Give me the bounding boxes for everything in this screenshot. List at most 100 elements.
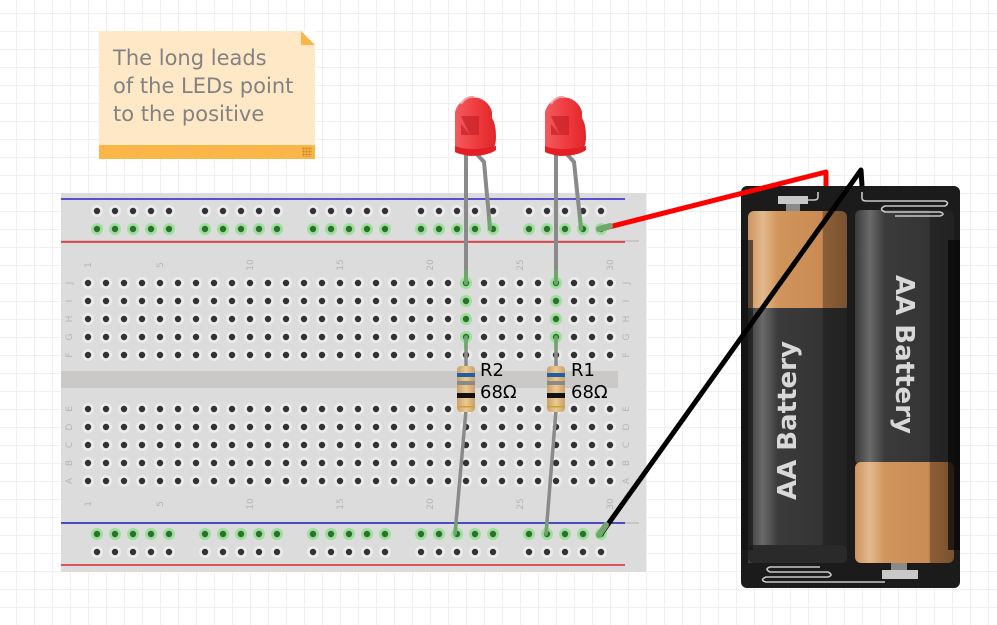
- hole-J18[interactable]: [388, 277, 400, 289]
- hole-A28[interactable]: [568, 475, 580, 487]
- rail-hole-bottom-positive[interactable]: [343, 546, 355, 558]
- rail-hole-top-negative[interactable]: [469, 205, 481, 217]
- rail-hole-bottom-positive[interactable]: [271, 546, 283, 558]
- hole-B3[interactable]: [118, 457, 130, 469]
- rail-hole-bottom-negative[interactable]: [235, 528, 247, 540]
- rail-hole-bottom-positive[interactable]: [127, 546, 139, 558]
- hole-C5[interactable]: [154, 439, 166, 451]
- hole-G4[interactable]: [136, 331, 148, 343]
- hole-B29[interactable]: [586, 457, 598, 469]
- hole-E5[interactable]: [154, 403, 166, 415]
- led-2[interactable]: [455, 95, 496, 156]
- hole-A2[interactable]: [100, 475, 112, 487]
- hole-B30[interactable]: [604, 457, 616, 469]
- hole-G18[interactable]: [388, 331, 400, 343]
- hole-H13[interactable]: [298, 313, 310, 325]
- hole-F25[interactable]: [514, 349, 526, 361]
- hole-I28[interactable]: [568, 295, 580, 307]
- hole-H23[interactable]: [478, 313, 490, 325]
- rail-hole-top-positive[interactable]: [91, 223, 103, 235]
- hole-H18[interactable]: [388, 313, 400, 325]
- hole-I21[interactable]: [442, 295, 454, 307]
- hole-I10[interactable]: [244, 295, 256, 307]
- hole-J19[interactable]: [406, 277, 418, 289]
- rail-hole-bottom-negative[interactable]: [433, 528, 445, 540]
- hole-E9[interactable]: [226, 403, 238, 415]
- hole-J30[interactable]: [604, 277, 616, 289]
- hole-F18[interactable]: [388, 349, 400, 361]
- rail-hole-top-negative[interactable]: [415, 205, 427, 217]
- hole-A8[interactable]: [208, 475, 220, 487]
- hole-B21[interactable]: [442, 457, 454, 469]
- hole-E20[interactable]: [424, 403, 436, 415]
- rail-hole-bottom-negative[interactable]: [487, 528, 499, 540]
- hole-J16[interactable]: [352, 277, 364, 289]
- hole-A13[interactable]: [298, 475, 310, 487]
- hole-C21[interactable]: [442, 439, 454, 451]
- hole-H15[interactable]: [334, 313, 346, 325]
- rail-hole-top-negative[interactable]: [127, 205, 139, 217]
- rail-hole-top-negative[interactable]: [91, 205, 103, 217]
- hole-C9[interactable]: [226, 439, 238, 451]
- rail-hole-bottom-positive[interactable]: [595, 546, 607, 558]
- rail-hole-top-positive[interactable]: [541, 223, 553, 235]
- hole-D2[interactable]: [100, 421, 112, 433]
- hole-J21[interactable]: [442, 277, 454, 289]
- hole-D6[interactable]: [172, 421, 184, 433]
- rail-hole-top-positive[interactable]: [217, 223, 229, 235]
- hole-E30[interactable]: [604, 403, 616, 415]
- black-wire-end[interactable]: [596, 522, 609, 538]
- hole-H30[interactable]: [604, 313, 616, 325]
- rail-hole-top-positive[interactable]: [343, 223, 355, 235]
- rail-hole-top-negative[interactable]: [379, 205, 391, 217]
- hole-E2[interactable]: [100, 403, 112, 415]
- hole-D3[interactable]: [118, 421, 130, 433]
- hole-I13[interactable]: [298, 295, 310, 307]
- hole-C8[interactable]: [208, 439, 220, 451]
- rail-hole-bottom-negative[interactable]: [361, 528, 373, 540]
- rail-hole-bottom-negative[interactable]: [523, 528, 535, 540]
- hole-H1[interactable]: [82, 313, 94, 325]
- hole-H16[interactable]: [352, 313, 364, 325]
- hole-A9[interactable]: [226, 475, 238, 487]
- rail-hole-bottom-negative[interactable]: [559, 528, 571, 540]
- hole-G14[interactable]: [316, 331, 328, 343]
- hole-F12[interactable]: [280, 349, 292, 361]
- hole-B23[interactable]: [478, 457, 490, 469]
- hole-D30[interactable]: [604, 421, 616, 433]
- hole-E21[interactable]: [442, 403, 454, 415]
- hole-C28[interactable]: [568, 439, 580, 451]
- hole-I25[interactable]: [514, 295, 526, 307]
- hole-J23[interactable]: [478, 277, 490, 289]
- hole-F2[interactable]: [100, 349, 112, 361]
- rail-hole-bottom-negative[interactable]: [577, 528, 589, 540]
- black-wire-path[interactable]: [598, 167, 865, 536]
- negative-wire[interactable]: [596, 167, 865, 538]
- rail-hole-top-negative[interactable]: [109, 205, 121, 217]
- rail-hole-top-negative[interactable]: [361, 205, 373, 217]
- hole-I16[interactable]: [352, 295, 364, 307]
- hole-G8[interactable]: [208, 331, 220, 343]
- rail-hole-bottom-positive[interactable]: [361, 546, 373, 558]
- hole-I5[interactable]: [154, 295, 166, 307]
- hole-I2[interactable]: [100, 295, 112, 307]
- rail-hole-top-positive[interactable]: [271, 223, 283, 235]
- hole-G26[interactable]: [532, 331, 544, 343]
- hole-B19[interactable]: [406, 457, 418, 469]
- rail-hole-bottom-positive[interactable]: [253, 546, 265, 558]
- hole-A30[interactable]: [604, 475, 616, 487]
- rail-hole-top-positive[interactable]: [127, 223, 139, 235]
- rail-hole-top-negative[interactable]: [541, 205, 553, 217]
- hole-E1[interactable]: [82, 403, 94, 415]
- hole-D1[interactable]: [82, 421, 94, 433]
- hole-C13[interactable]: [298, 439, 310, 451]
- hole-F21[interactable]: [442, 349, 454, 361]
- hole-I26[interactable]: [532, 295, 544, 307]
- hole-C11[interactable]: [262, 439, 274, 451]
- hole-C20[interactable]: [424, 439, 436, 451]
- hole-E6[interactable]: [172, 403, 184, 415]
- rail-hole-top-positive[interactable]: [559, 223, 571, 235]
- hole-I23[interactable]: [478, 295, 490, 307]
- hole-A22[interactable]: [460, 475, 472, 487]
- hole-C10[interactable]: [244, 439, 256, 451]
